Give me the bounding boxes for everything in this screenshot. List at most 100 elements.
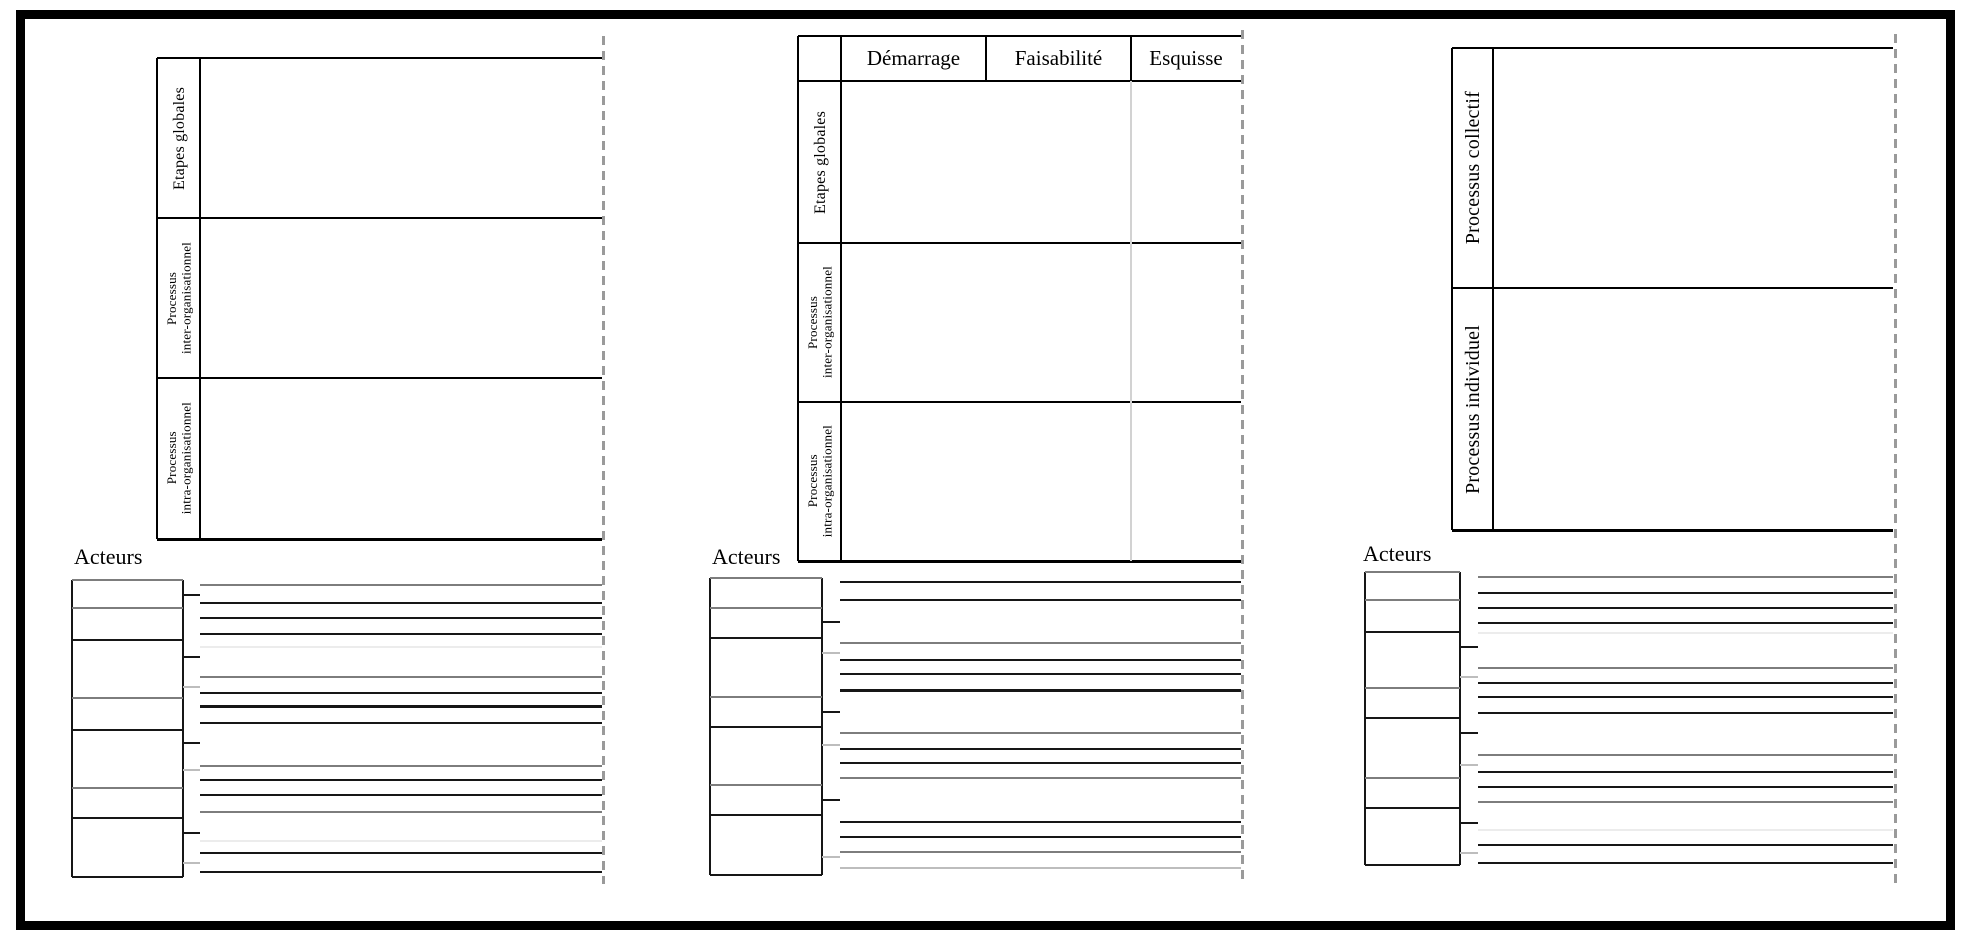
activity-stub-line xyxy=(822,856,840,858)
activity-line xyxy=(840,747,1241,751)
activity-line xyxy=(200,691,602,695)
row-label-cell: Processus inter-organisationnel xyxy=(800,243,841,402)
actor-row-divider xyxy=(710,813,822,817)
activity-stub-line xyxy=(1460,645,1478,649)
actors-box-top-border xyxy=(710,577,822,579)
activity-line xyxy=(840,580,1241,584)
activity-line xyxy=(200,793,602,797)
actor-row-divider xyxy=(1365,806,1460,810)
header-column-divider xyxy=(984,36,988,81)
actors-box-right-border xyxy=(821,578,823,875)
label-column-divider xyxy=(199,58,201,539)
activity-stub-line xyxy=(1460,764,1478,766)
activity-line xyxy=(200,632,602,636)
activity-line xyxy=(840,672,1241,676)
actors-box-top-border xyxy=(72,579,183,581)
actor-row-divider xyxy=(72,697,183,699)
activity-line xyxy=(1478,770,1893,774)
activity-stub-line xyxy=(1460,821,1478,825)
acteurs-label: Acteurs xyxy=(74,544,143,569)
row-label: Etapes globales xyxy=(811,110,829,214)
activity-line xyxy=(840,761,1241,765)
actor-row-divider xyxy=(710,784,822,786)
actor-row-divider xyxy=(1365,716,1460,720)
activity-line xyxy=(1478,695,1893,699)
activity-line xyxy=(200,765,602,767)
label-column-divider xyxy=(1492,48,1494,530)
activity-line xyxy=(1478,576,1893,578)
activity-line xyxy=(1478,785,1893,789)
row-label: Processus collectif xyxy=(1462,91,1485,245)
activity-stub-line xyxy=(183,686,200,688)
acteurs-label: Acteurs xyxy=(712,544,781,569)
actors-box-right-border xyxy=(1459,572,1461,865)
activity-stub-line xyxy=(822,710,840,714)
activity-line xyxy=(840,642,1241,644)
header-cell-phase: Esquisse xyxy=(1149,46,1223,70)
activity-line xyxy=(200,811,602,813)
header-column-divider xyxy=(1129,36,1133,81)
cutoff-dashed-line xyxy=(1893,34,1897,884)
header-top-border xyxy=(798,34,1241,38)
row-label: Processus individuel xyxy=(1462,324,1485,494)
activity-stub-line xyxy=(183,862,200,864)
activity-line xyxy=(200,870,602,874)
activity-line xyxy=(200,676,602,678)
activity-stub-line xyxy=(183,769,200,771)
activity-line xyxy=(840,658,1241,662)
acteurs-label: Acteurs xyxy=(1363,541,1432,566)
actors-box-left-border xyxy=(71,580,73,877)
row-label-cell: Etapes globales xyxy=(159,58,200,218)
actor-row-divider xyxy=(710,636,822,640)
actor-row-divider xyxy=(1365,777,1460,779)
activity-line xyxy=(200,851,602,855)
row-divider-line xyxy=(798,242,1241,244)
table-left-border xyxy=(797,36,799,561)
activity-line xyxy=(1478,667,1893,669)
table-bottom-border xyxy=(157,537,602,541)
activity-line xyxy=(840,835,1241,839)
activity-line xyxy=(200,704,602,708)
activity-line xyxy=(200,616,602,620)
activity-line xyxy=(840,598,1241,602)
row-divider-line xyxy=(157,57,602,59)
header-cell-phase: Démarrage xyxy=(866,46,961,70)
row-label-cell: Etapes globales xyxy=(800,81,841,243)
actor-row-divider xyxy=(72,728,183,732)
table-left-border xyxy=(156,58,158,539)
row-label-cell: Processus inter-organisationnel xyxy=(159,218,200,378)
row-label-cell: Processus individuel xyxy=(1454,288,1493,530)
phase-divider-gray-line xyxy=(1130,81,1132,561)
actor-row-divider xyxy=(1365,630,1460,634)
row-label: Etapes globales xyxy=(170,86,188,190)
actor-row-divider xyxy=(72,816,183,820)
actor-row-divider xyxy=(72,787,183,789)
row-label-cell: Processus intra-organisationnel xyxy=(159,378,200,539)
actors-box-bottom-border xyxy=(72,875,183,879)
activity-stub-line xyxy=(1460,852,1478,854)
activity-line xyxy=(840,688,1241,692)
actors-box-right-border xyxy=(182,580,184,877)
activity-stub-line xyxy=(822,798,840,802)
activity-stub-line xyxy=(183,655,200,659)
activity-stub-line xyxy=(822,652,840,654)
activity-line xyxy=(840,820,1241,824)
actor-row-divider xyxy=(72,607,183,609)
activity-line xyxy=(200,646,602,648)
actor-row-divider xyxy=(710,607,822,609)
activity-line xyxy=(1478,621,1893,625)
figure-border xyxy=(16,10,1955,930)
activity-stub-line xyxy=(1460,731,1478,735)
activity-line xyxy=(1478,632,1893,634)
table-bottom-border xyxy=(798,559,1241,563)
row-label: Processus intra-organisationnel xyxy=(163,402,194,515)
activity-line xyxy=(200,721,602,725)
row-label-cell: Processus collectif xyxy=(1454,48,1493,288)
row-label: Processus intra-organisationnel xyxy=(804,425,835,538)
actor-row-divider xyxy=(72,638,183,642)
actors-box-top-border xyxy=(1365,571,1460,573)
activity-stub-line xyxy=(822,620,840,624)
actors-box-bottom-border xyxy=(710,873,822,877)
row-divider-line xyxy=(798,79,1241,83)
